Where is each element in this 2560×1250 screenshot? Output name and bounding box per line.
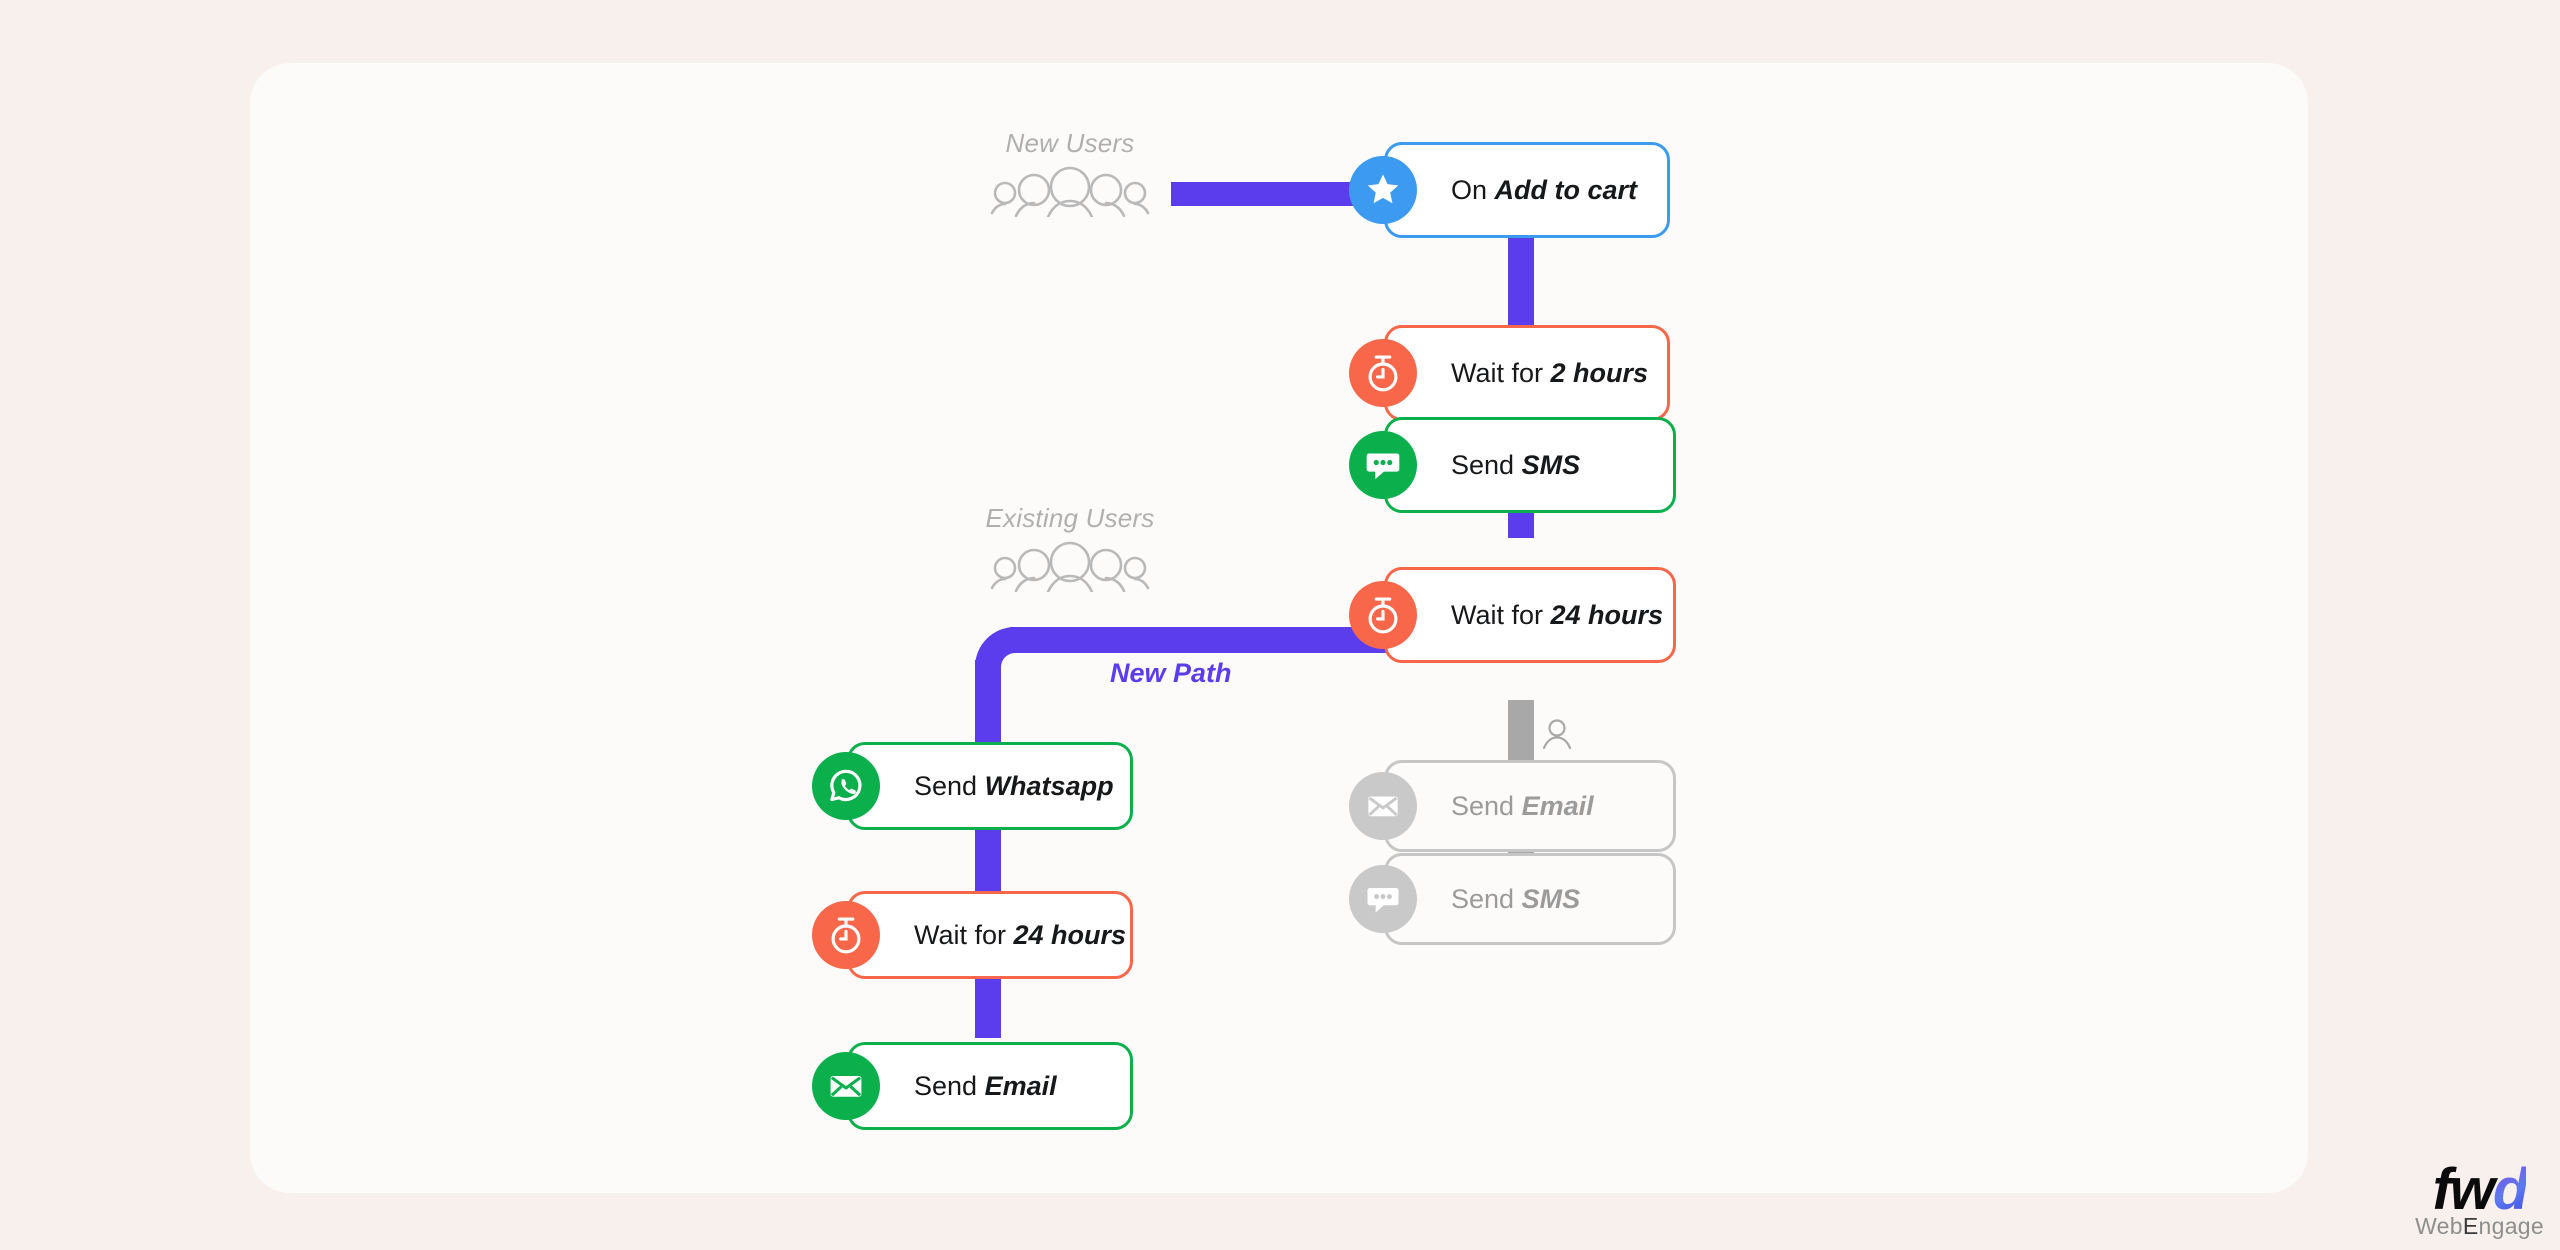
fwd-wordmark: fwd — [2415, 1160, 2544, 1218]
audience-label: New Users — [1005, 128, 1135, 158]
users-group-icon — [990, 166, 1150, 217]
flow-node-wait-24-hours-main[interactable]: Wait for 24 hours — [1349, 567, 1676, 663]
webengage-post: ngage — [2478, 1213, 2544, 1239]
node-label: Send Whatsapp — [914, 770, 1114, 801]
connector-new-path-horizontal — [1010, 627, 1400, 653]
flow-node-send-sms-disabled[interactable]: Send SMS — [1349, 853, 1676, 945]
stopwatch-icon — [1349, 581, 1417, 649]
envelope-icon — [812, 1052, 880, 1120]
node-label: Wait for 24 hours — [914, 919, 1127, 950]
users-group-icon — [990, 541, 1150, 592]
webengage-pre: Web — [2415, 1213, 2463, 1239]
stopwatch-icon — [812, 901, 880, 969]
star-icon — [1349, 156, 1417, 224]
person-icon — [1542, 719, 1572, 749]
webengage-wordmark: WebEngage — [2415, 1213, 2544, 1240]
flow-node-trigger-add-to-cart[interactable]: On Add to cart — [1349, 142, 1670, 238]
new-path-label: New Path — [1110, 658, 1232, 688]
flow-node-send-email-new[interactable]: Send Email — [812, 1042, 1133, 1130]
sms-chat-icon — [1349, 431, 1417, 499]
stopwatch-icon — [1349, 339, 1417, 407]
node-label: Send SMS — [1451, 883, 1581, 914]
node-label: On Add to cart — [1451, 174, 1638, 205]
node-label: Send SMS — [1451, 449, 1581, 480]
whatsapp-icon — [812, 752, 880, 820]
flow-node-send-whatsapp[interactable]: Send Whatsapp — [812, 742, 1133, 830]
flow-node-wait-2-hours[interactable]: Wait for 2 hours — [1349, 325, 1670, 421]
audience-new-users: New Users — [985, 128, 1155, 217]
audience-existing-users: Existing Users — [985, 503, 1155, 592]
audience-label: Existing Users — [985, 503, 1155, 533]
connector-new-users-to-trigger — [1171, 182, 1376, 206]
flow-node-send-sms-1[interactable]: Send SMS — [1349, 417, 1676, 513]
brand-logo: fwd WebEngage — [2415, 1160, 2544, 1240]
node-label: Send Email — [1451, 790, 1594, 821]
flow-node-wait-24-hours-new[interactable]: Wait for 24 hours — [812, 891, 1133, 979]
sms-chat-icon — [1349, 865, 1417, 933]
webengage-mid: E — [2462, 1213, 2479, 1239]
fwd-mark-left: fw — [2432, 1156, 2495, 1222]
node-label: Wait for 2 hours — [1451, 357, 1649, 388]
node-label: Wait for 24 hours — [1451, 599, 1664, 630]
envelope-icon — [1349, 772, 1417, 840]
node-label: Send Email — [914, 1070, 1057, 1101]
flow-node-send-email-disabled[interactable]: Send Email — [1349, 760, 1676, 852]
fwd-mark-right: d — [2493, 1156, 2528, 1222]
